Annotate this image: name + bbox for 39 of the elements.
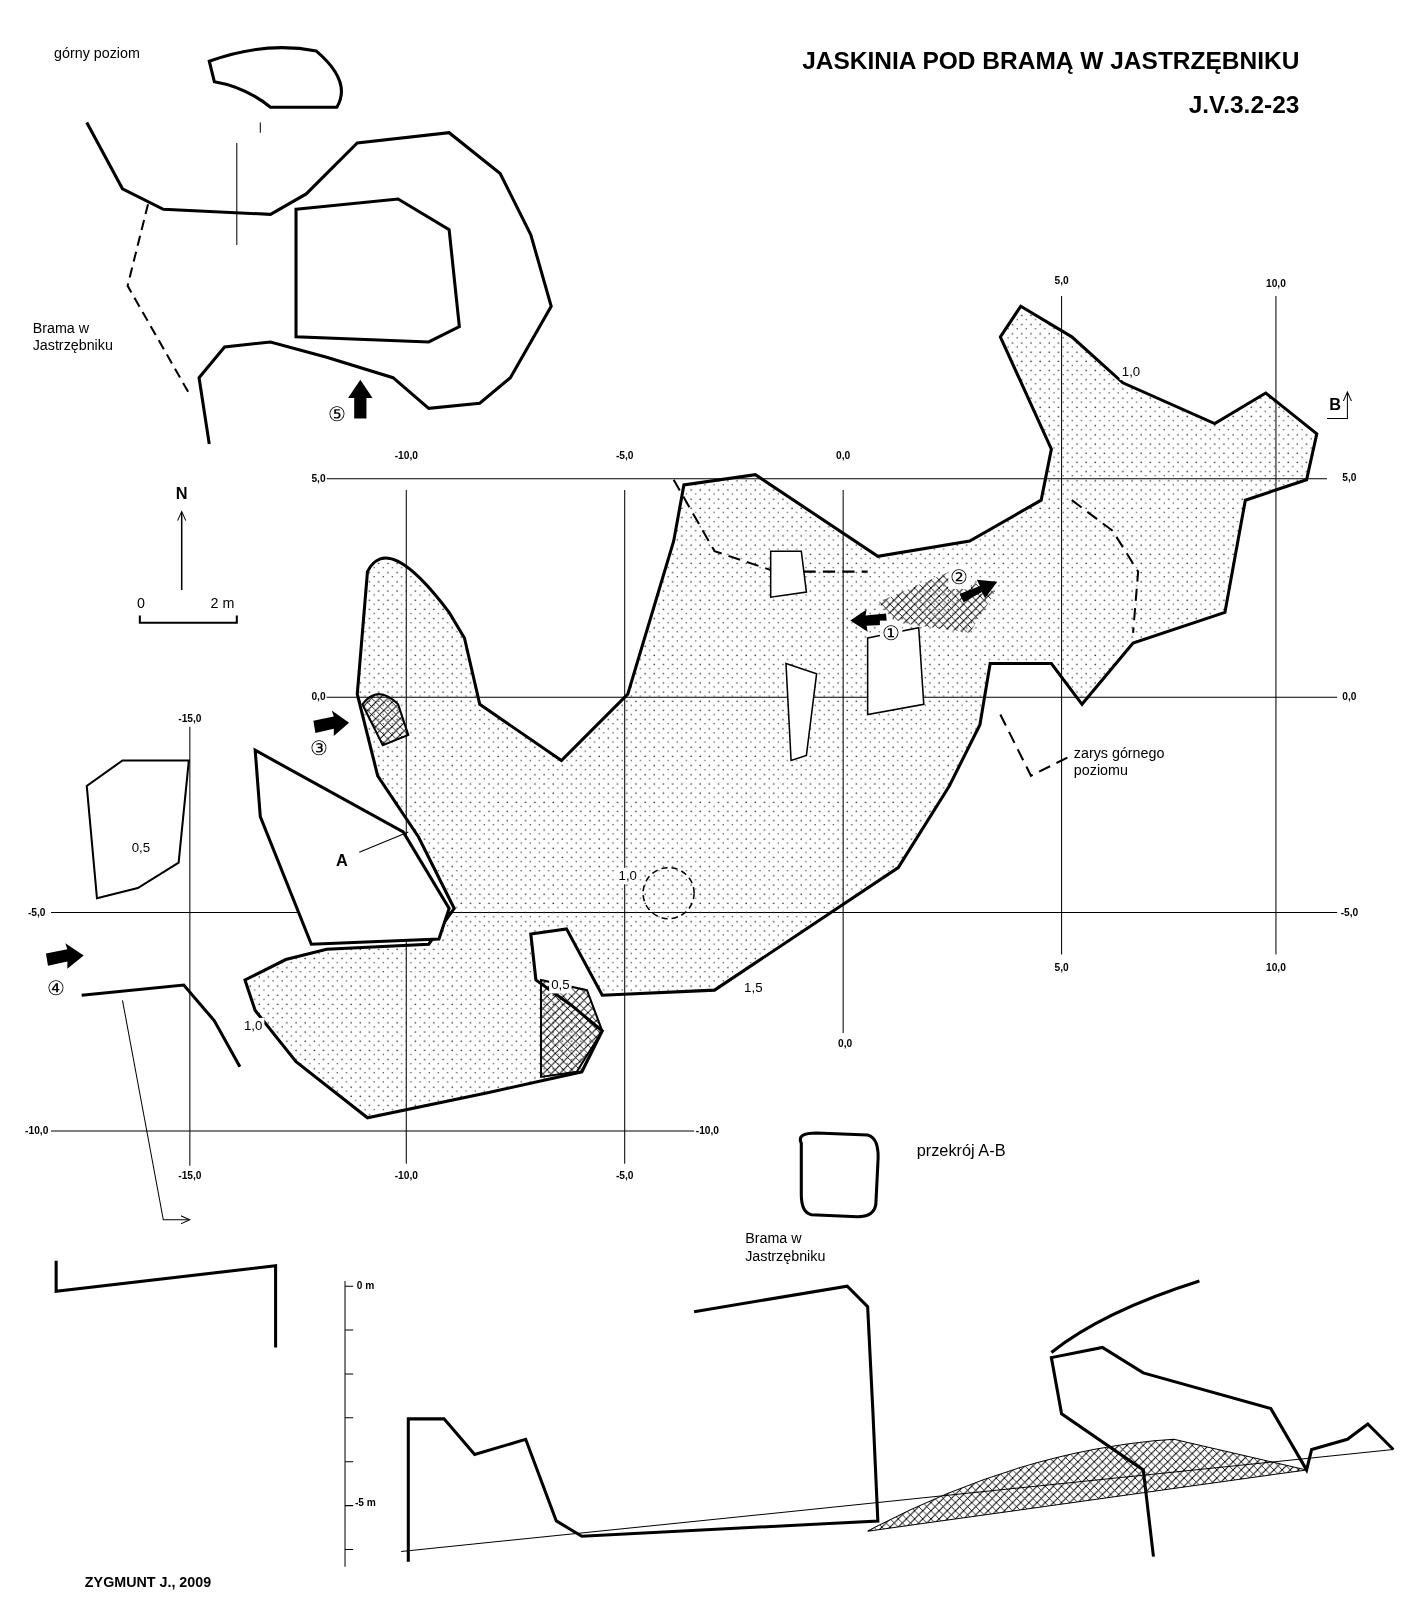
grid-coordinate: -10,0 — [25, 1124, 49, 1138]
grid-coordinate: -10,0 — [394, 450, 418, 463]
grid-coordinate: -5,0 — [1340, 906, 1359, 919]
map-title: JASKINIA POD BRAMĄ W JASTRZĘBNIKU — [802, 46, 1300, 76]
grid-coordinate: -15,0 — [178, 1169, 202, 1183]
grid-coordinate: 5,0 — [1054, 274, 1069, 287]
section-letter: A — [336, 850, 348, 871]
cave-code: J.V.3.2-23 — [1188, 90, 1300, 120]
place-name: górny poziom — [54, 44, 140, 62]
grid-coordinate: -15,0 — [178, 712, 202, 725]
grid-coordinate: -10,0 — [394, 1169, 418, 1183]
section-title: przekrój A-B — [916, 1140, 1006, 1161]
depth-scale-label: -5 m — [354, 1496, 376, 1509]
grid-coordinate: 0,0 — [311, 691, 326, 704]
depth-value: 1,5 — [742, 980, 765, 997]
scale-label: 2 m — [210, 594, 235, 612]
grid-coordinate: 5,0 — [311, 472, 326, 485]
grid-coordinate: 0,0 — [836, 450, 851, 463]
north-label: N — [175, 483, 188, 503]
grid-coordinate: 5,0 — [1054, 961, 1069, 974]
grid-coordinate: 0,0 — [838, 1038, 853, 1051]
depth-value: 1,0 — [616, 867, 640, 884]
depth-value: 0,5 — [549, 977, 572, 993]
grid-coordinate: -10,0 — [695, 1124, 719, 1138]
grid-coordinate: 10,0 — [1266, 961, 1286, 974]
note: zarys górnego poziomu — [1073, 744, 1166, 779]
grid-coordinate: -5,0 — [615, 450, 634, 463]
grid-coordinate: 10,0 — [1266, 277, 1286, 290]
scale-label: 0 — [136, 594, 145, 612]
place-name: Brama w Jastrzębniku — [32, 319, 114, 354]
grid-coordinate: -5,0 — [615, 1169, 634, 1183]
entrance-number: ② — [948, 564, 971, 589]
depth-scale-label: 0 m — [356, 1280, 375, 1293]
grid-coordinate: 5,0 — [1342, 471, 1357, 484]
section-letter: B — [1329, 394, 1342, 414]
place-name: Brama w Jastrzębniku — [745, 1230, 827, 1265]
author-credit: ZYGMUNT J., 2009 — [84, 1573, 212, 1591]
grid-coordinate: 0,0 — [1342, 691, 1357, 704]
grid-coordinate: -5,0 — [27, 906, 46, 919]
